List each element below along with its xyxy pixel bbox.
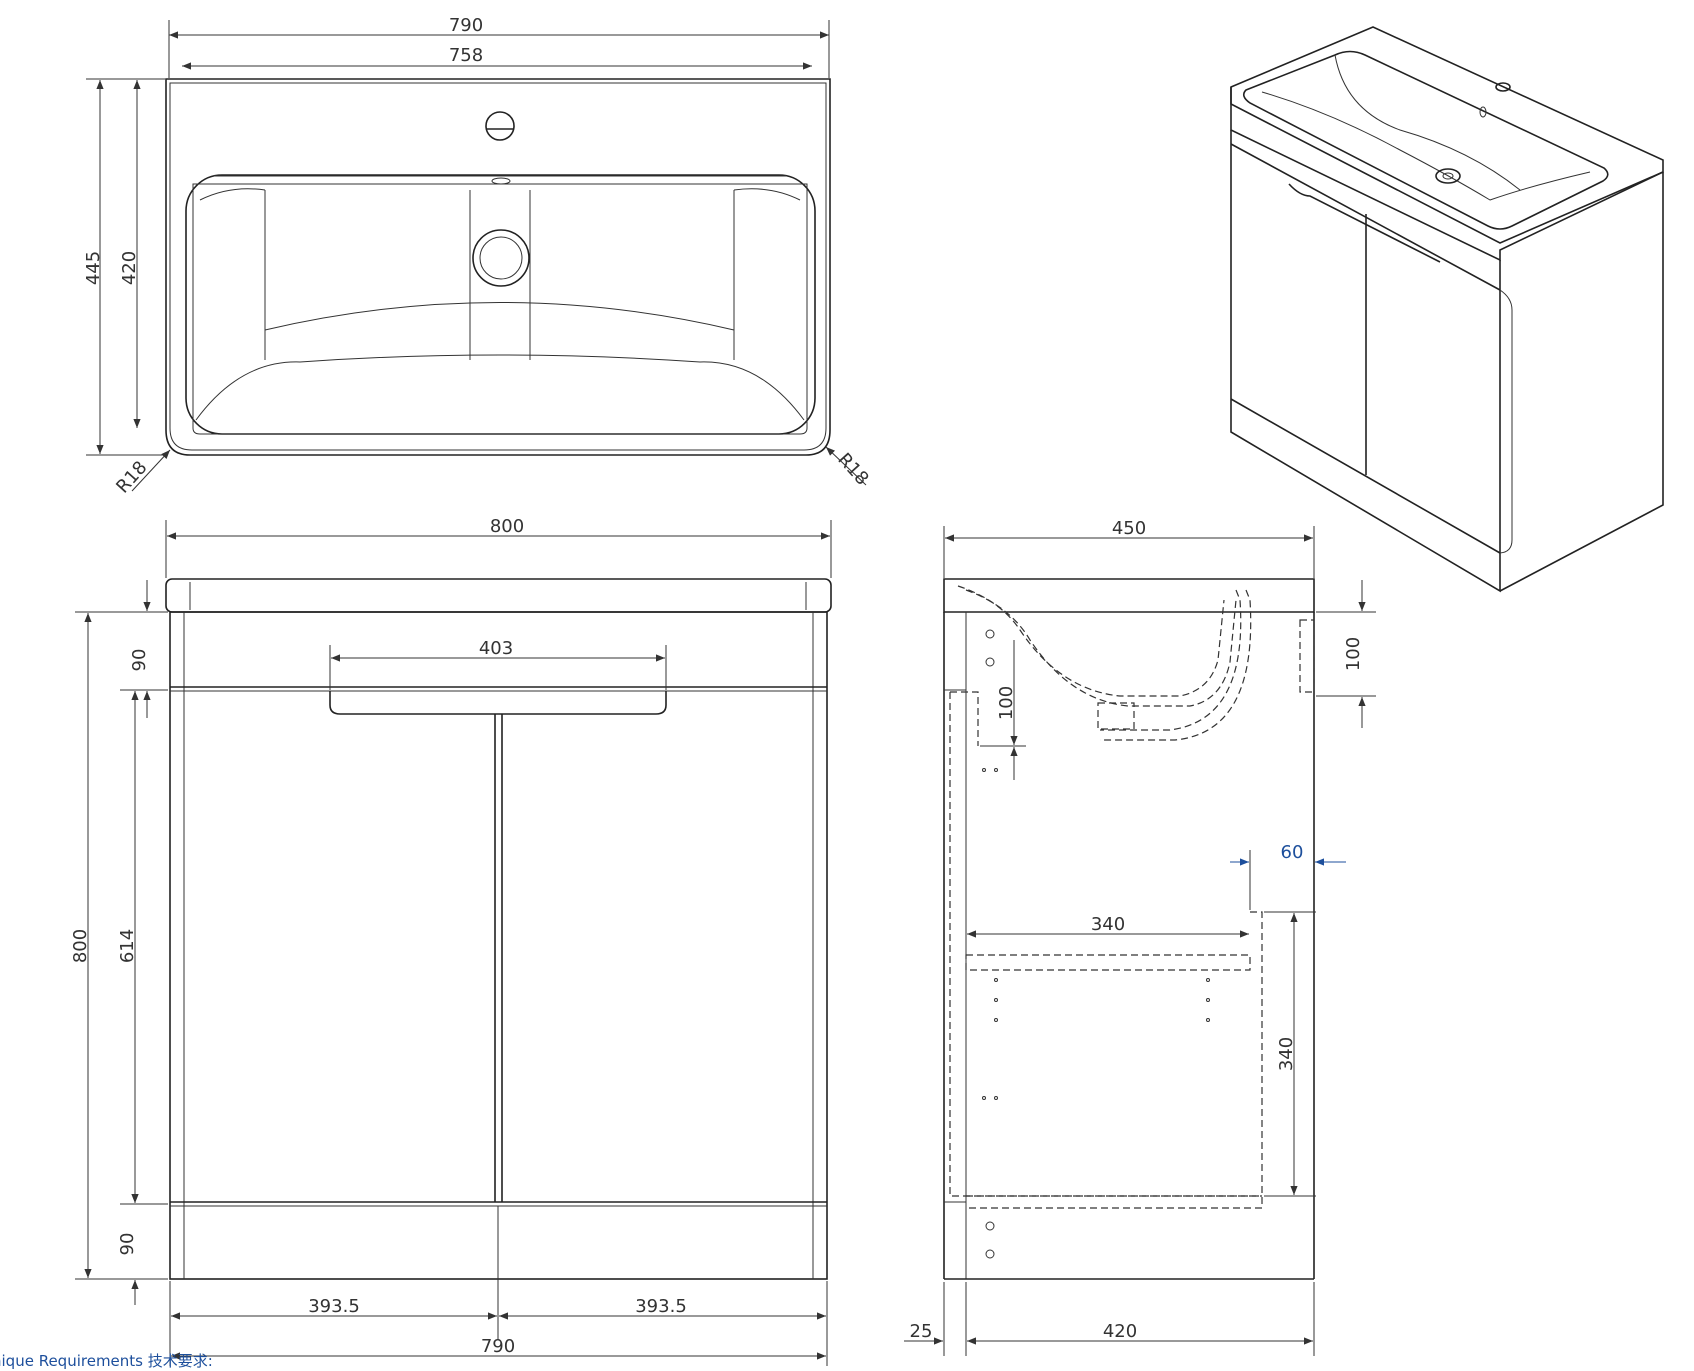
dim-shelf-height-340: 340 xyxy=(1276,1037,1297,1071)
radius-right-r18: R18 xyxy=(833,449,872,489)
hole xyxy=(994,998,998,1002)
iso-bowl-outline xyxy=(1242,50,1609,230)
hole xyxy=(985,1221,995,1231)
isometric-view xyxy=(1230,26,1664,593)
dim-overall-width-790: 790 xyxy=(449,15,483,36)
side-base-panel xyxy=(966,1195,1263,1209)
hole xyxy=(982,768,986,772)
dim-right-door-393-5: 393.5 xyxy=(635,1296,687,1317)
dim-shelf-depth-340: 340 xyxy=(1091,914,1125,935)
side-waste-pipe-outer xyxy=(1100,589,1252,741)
dim-top-rail-90: 90 xyxy=(129,649,150,672)
radius-left-r18: R18 xyxy=(112,457,151,497)
side-view: 450 100 100 60 340 340 25 420 xyxy=(904,518,1376,1356)
side-bowl-section xyxy=(957,585,1225,697)
front-basin-top xyxy=(165,578,832,613)
dim-drain-height-100: 100 xyxy=(1343,637,1364,671)
hole xyxy=(994,1018,998,1022)
iso-cabinet-front xyxy=(1230,130,1501,593)
iso-handle-recess xyxy=(1288,183,1441,263)
dim-overall-depth-445: 445 xyxy=(83,251,104,285)
side-inner-carcass xyxy=(949,692,1262,1197)
dim-waste-drop-100: 100 xyxy=(996,686,1017,720)
bowl-facet-lines xyxy=(264,190,735,360)
bowl-slope-line-upper xyxy=(264,302,735,331)
radius-leader-left xyxy=(131,449,171,492)
iso-overflow xyxy=(1479,106,1487,118)
bowl-rim xyxy=(185,174,816,435)
iso-cabinet-side xyxy=(1499,172,1664,592)
bowl-inner-rim xyxy=(192,183,808,435)
dim-inner-width-758: 758 xyxy=(449,45,483,66)
iso-tap-hole xyxy=(1495,82,1511,92)
hole xyxy=(982,1096,986,1100)
overflow-slot xyxy=(491,177,511,185)
front-handle-recess xyxy=(329,691,667,715)
dim-front-width-800: 800 xyxy=(490,516,524,537)
technical-requirements-note: nique Requirements 技术要求: xyxy=(0,1352,213,1370)
hole xyxy=(994,978,998,982)
hole xyxy=(994,768,998,772)
iso-bowl-slope xyxy=(1334,54,1521,191)
dim-body-depth-420: 420 xyxy=(1103,1321,1137,1342)
hole xyxy=(985,629,995,639)
basin-outline-inner xyxy=(169,82,827,451)
radius-leader-right xyxy=(825,446,867,486)
dim-handle-width-403: 403 xyxy=(479,638,513,659)
dim-body-width-790: 790 xyxy=(481,1336,515,1357)
dim-bottom-rail-90: 90 xyxy=(117,1233,138,1256)
drain-inner xyxy=(479,236,523,280)
side-fixing-holes xyxy=(982,629,1210,1259)
tap-hole-icon xyxy=(485,111,515,141)
hole xyxy=(985,1249,995,1259)
basin-outline xyxy=(165,78,831,456)
hole xyxy=(985,657,995,667)
front-view: 800 403 800 90 614 90 393.5 393.5 790 xyxy=(70,516,832,1366)
side-bowl-section-outer xyxy=(965,589,1237,707)
dim-door-height-614: 614 xyxy=(117,929,138,963)
side-trap xyxy=(1097,702,1135,730)
iso-drain xyxy=(1435,168,1461,184)
iso-side-curve xyxy=(1499,289,1513,554)
front-cabinet-body xyxy=(169,611,828,1280)
hole xyxy=(994,1096,998,1100)
side-back-bracket xyxy=(1299,619,1315,693)
dim-plinth-25: 25 xyxy=(910,1321,933,1342)
bowl-slope-line-lower xyxy=(195,354,805,421)
iso-basin-top xyxy=(1230,26,1664,262)
iso-basin-edge xyxy=(1230,87,1664,244)
bowl-corner-lines xyxy=(199,188,801,201)
hole xyxy=(1206,978,1210,982)
dim-front-height-800: 800 xyxy=(70,929,91,963)
dim-side-depth-450: 450 xyxy=(1112,518,1146,539)
bowl-center-channel xyxy=(469,190,531,360)
drain-outer xyxy=(472,229,530,287)
dim-left-door-393-5: 393.5 xyxy=(308,1296,360,1317)
side-back-support xyxy=(1250,911,1263,1196)
hole xyxy=(1206,998,1210,1002)
dim-inner-depth-420: 420 xyxy=(119,251,140,285)
side-shelf xyxy=(965,954,1251,971)
iso-drain-inner xyxy=(1442,172,1454,180)
hole xyxy=(1206,1018,1210,1022)
side-top-bracket xyxy=(950,691,979,746)
top-view-basin-plan: 790 758 445 420 R18 R18 xyxy=(83,15,873,498)
side-waste-pipe xyxy=(1100,589,1242,731)
dim-shelf-setback-60: 60 xyxy=(1281,842,1304,863)
